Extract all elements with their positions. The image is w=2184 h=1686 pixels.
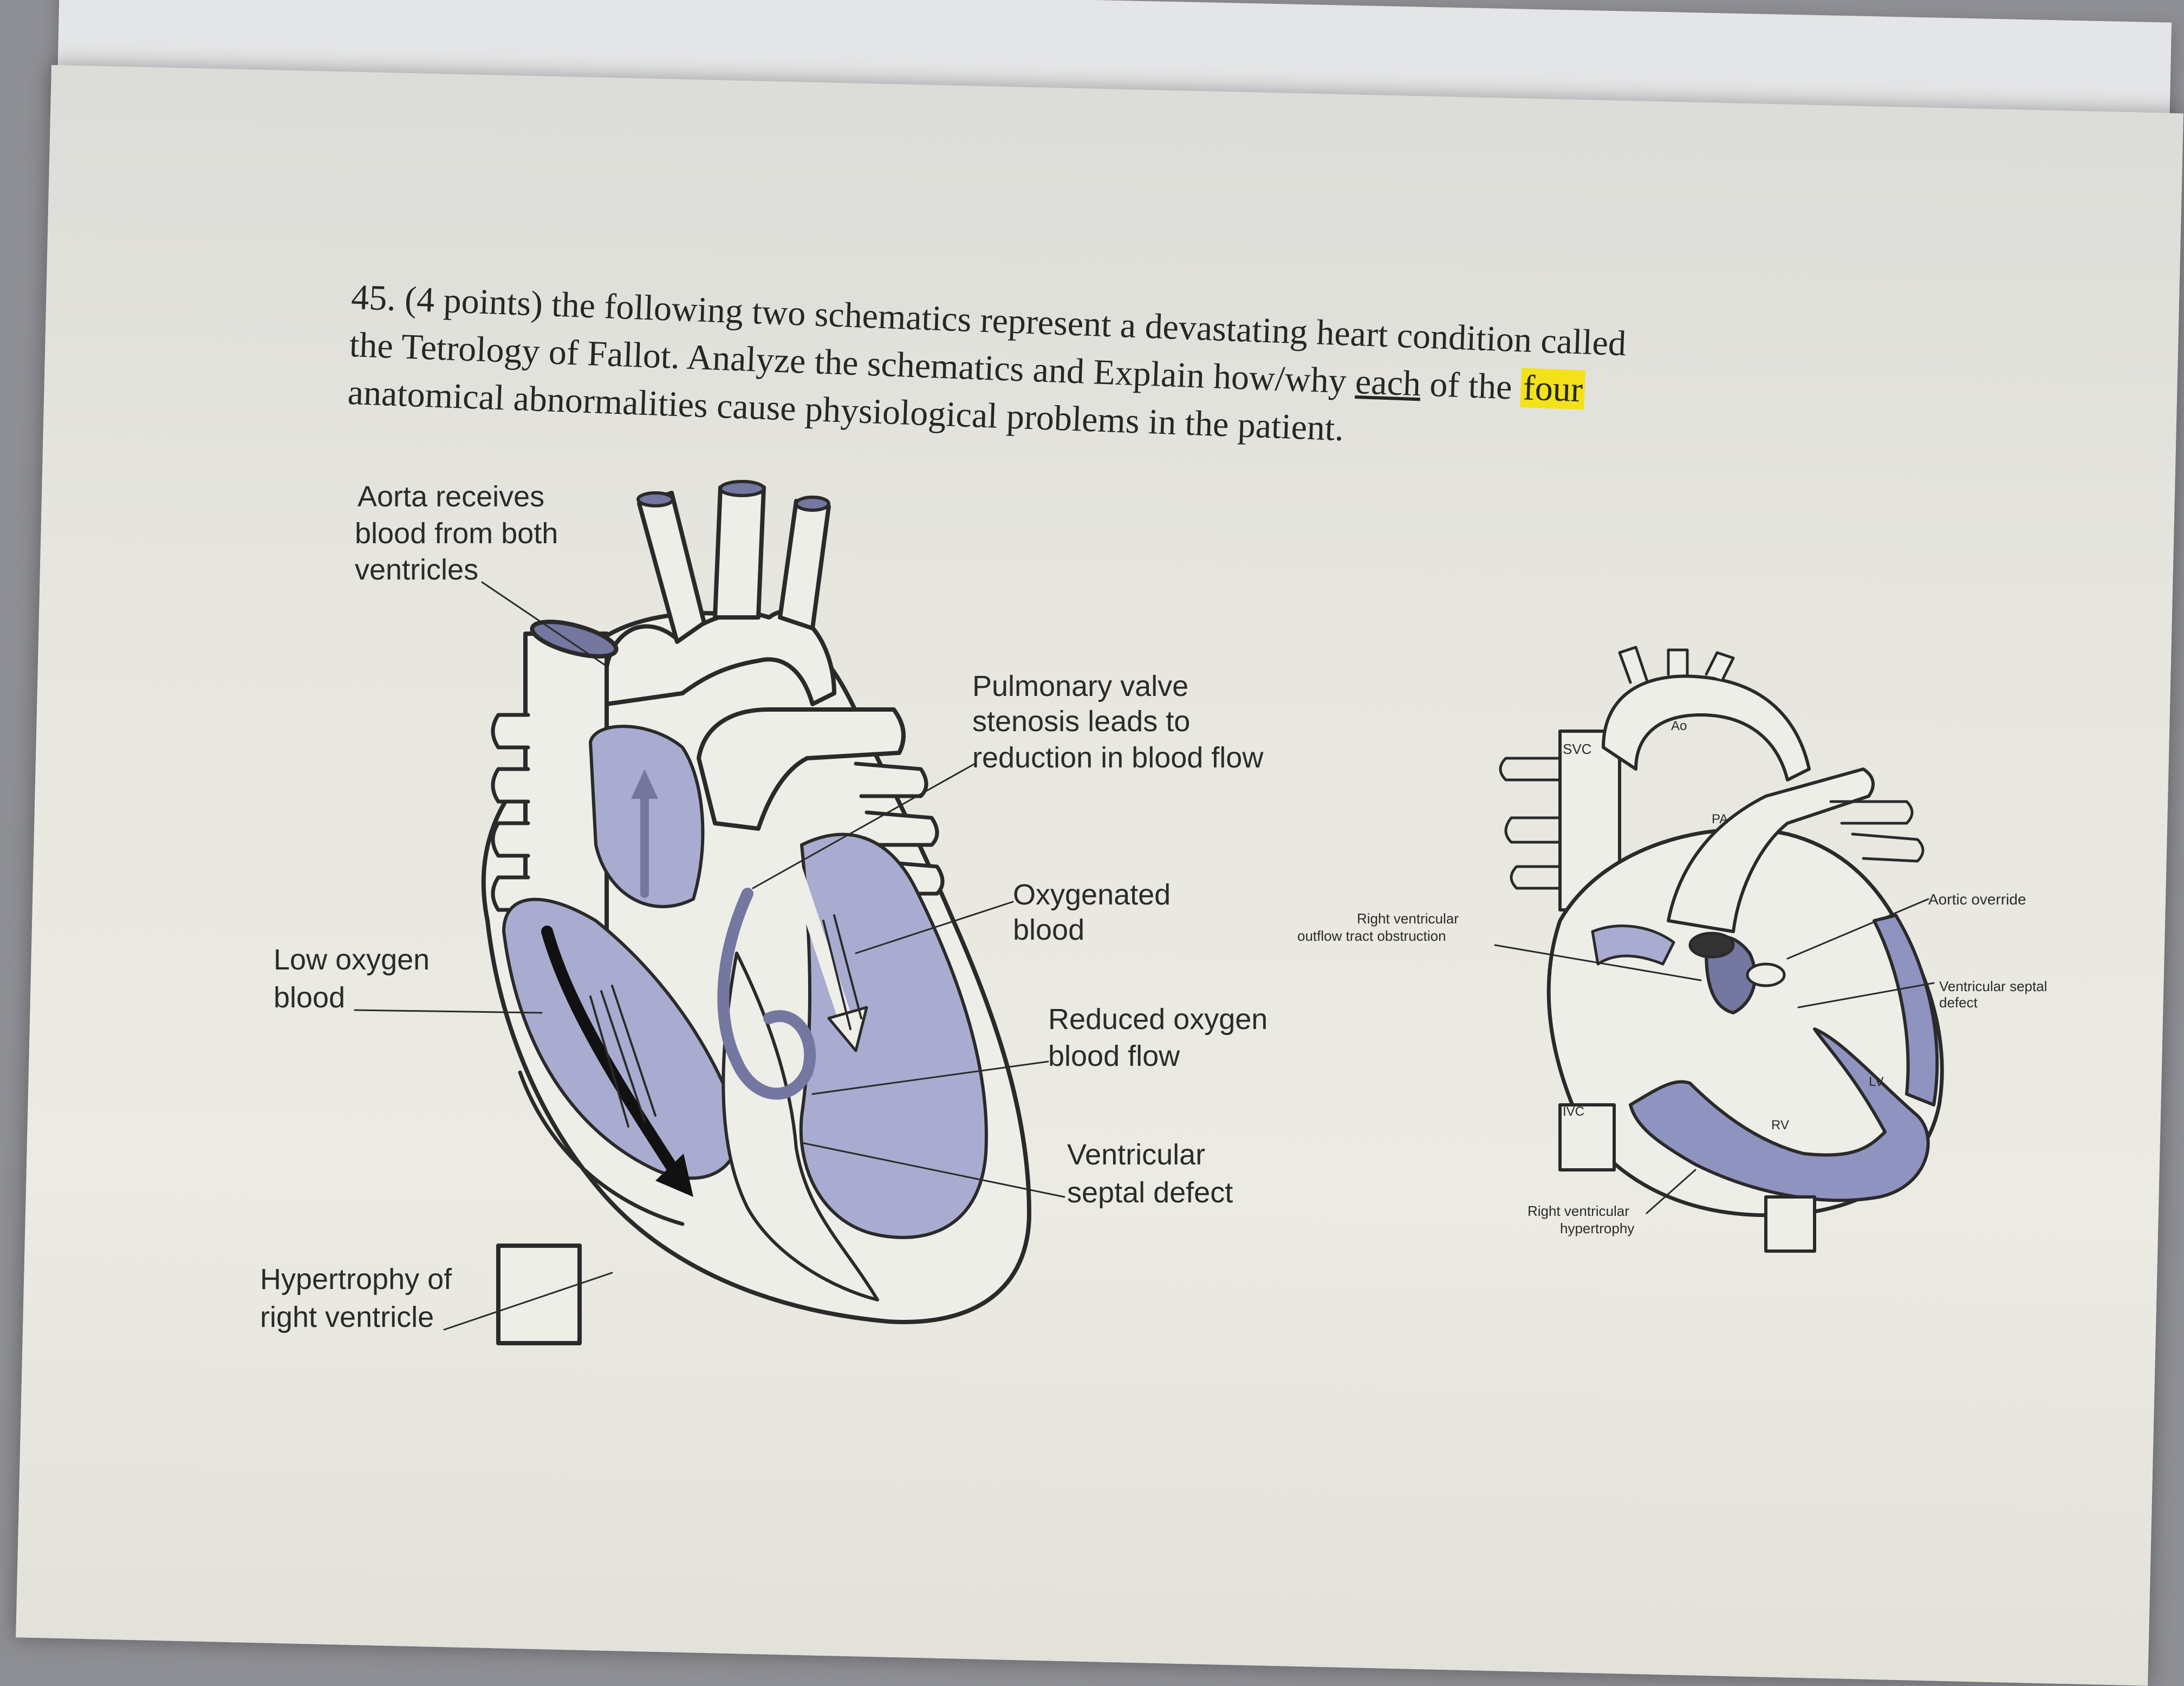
left-pulmonary-branches-right [854, 761, 945, 896]
right-descending-aorta [1764, 1195, 1816, 1253]
right-diagram-labels: SVC Ao PA IVC RV LV Right ventricular ou… [1297, 719, 2047, 1236]
label-oxygenated-line-1: Oxygenated [1013, 878, 1171, 911]
right-aortic-branches [1618, 646, 1735, 684]
right-pulmonary-branches [1829, 800, 1925, 863]
label-lv: LV [1869, 1075, 1884, 1089]
left-inferior-vena-cava [496, 1244, 582, 1345]
label-pulmonary-line-2: stenosis leads to [972, 705, 1190, 738]
label-hypertrophy-line-2: right ventricle [260, 1301, 434, 1333]
label-rvoto-line-2: outflow tract obstruction [1297, 928, 1446, 944]
left-branch-cap-2 [719, 480, 765, 497]
label-vsd-right-line-2: defect [1939, 994, 1978, 1011]
right-heart-diagram [1494, 646, 1944, 1253]
label-aorta-line-1: Aorta receives [358, 480, 544, 513]
left-pulmonary-veins-left [491, 713, 530, 912]
left-blue-up-arrowhead [631, 769, 658, 799]
left-dark-flow-arrow [541, 926, 683, 1181]
label-aortic-override: Aortic override [1928, 891, 2026, 908]
label-pulmonary-line-1: Pulmonary valve [972, 670, 1188, 702]
right-lv-wall [1873, 914, 1939, 1106]
label-vsd-line-1: Ventricular [1067, 1138, 1205, 1171]
left-ventricle-wall [518, 1070, 685, 1226]
left-dark-arrowhead [655, 1154, 693, 1197]
label-low-oxygen-line-1: Low oxygen [274, 943, 430, 976]
label-oxygenated-line-2: blood [1013, 914, 1084, 946]
label-low-oxygen-line-2: blood [274, 981, 345, 1014]
right-pulmonary-veins-left [1499, 757, 1562, 890]
label-pa: PA [1712, 812, 1728, 826]
label-reduced-line-2: blood flow [1048, 1040, 1180, 1072]
label-rvh-line-2: hypertrophy [1560, 1220, 1634, 1236]
label-ivc: IVC [1563, 1104, 1584, 1119]
label-aorta-line-2: blood from both [355, 517, 558, 550]
left-branch-cap-1 [636, 491, 674, 507]
right-ventricle-chamber [799, 832, 988, 1239]
right-pulmonary-valve [1746, 962, 1786, 987]
left-aortic-branch-1 [637, 491, 706, 644]
label-pulmonary-line-3: reduction in blood flow [972, 741, 1264, 774]
right-rv-outflow [1591, 925, 1675, 966]
left-white-down-arrow [773, 816, 852, 1025]
label-svc: SVC [1563, 741, 1591, 757]
right-pulmonary-artery [1667, 767, 1875, 933]
label-rvoto-line-1: Right ventricular [1357, 910, 1459, 927]
left-aortic-branch-2 [713, 485, 766, 620]
figures-layer: Aorta receives blood from both ventricle… [260, 480, 2047, 1345]
right-ventricle-wall [1629, 1027, 1930, 1202]
right-aortic-valve [1688, 932, 1735, 959]
left-branch-cap-3 [795, 496, 830, 512]
left-white-down-arrowhead [827, 1006, 868, 1052]
right-inferior-vena-cava [1558, 1103, 1616, 1171]
left-diagram-labels: Aorta receives blood from both ventricle… [260, 480, 1268, 1333]
label-rv: RV [1771, 1118, 1789, 1132]
left-aortic-branch-3 [778, 499, 831, 630]
right-leader-lines [1494, 898, 1935, 1214]
left-pulmonary-artery [697, 707, 906, 831]
left-chordae [589, 914, 862, 1128]
left-septal-defect-path [717, 888, 816, 1100]
label-reduced-line-1: Reduced oxygen [1048, 1003, 1268, 1036]
label-ao: Ao [1671, 719, 1687, 733]
right-aortic-arch [1602, 674, 1811, 782]
label-rvh-line-1: Right ventricular [1528, 1203, 1629, 1219]
label-vsd-right-line-1: Ventricular septal [1939, 978, 2047, 994]
left-heart-diagram [354, 480, 1065, 1345]
label-vsd-line-2: septal defect [1067, 1176, 1233, 1209]
left-leader-lines [354, 581, 1065, 1331]
label-aorta-line-3: ventricles [355, 554, 478, 586]
label-hypertrophy-line-1: Hypertrophy of [260, 1263, 452, 1296]
